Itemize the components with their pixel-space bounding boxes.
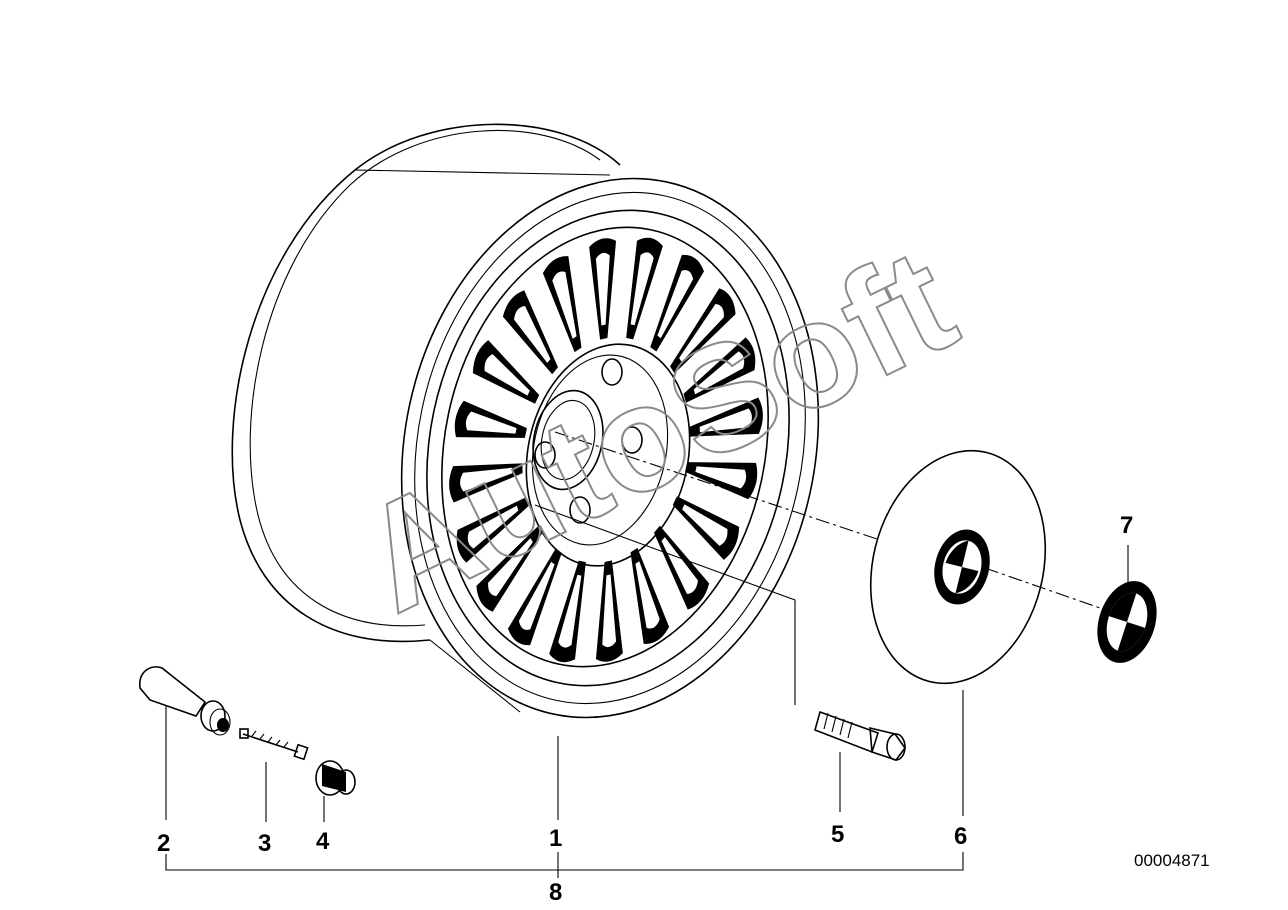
emblem-badge [1097, 581, 1157, 663]
wheel-spoke-face [595, 252, 610, 326]
wheel-spoke-face [679, 303, 724, 362]
hub-cap [869, 449, 1047, 685]
wheel-spoke-face [514, 306, 551, 363]
wheel-spoke-face [630, 252, 654, 326]
wheel-spoke-face [467, 505, 519, 549]
callout-1: 1 [549, 825, 562, 852]
watermark-text: AutoSoft [335, 215, 978, 644]
wheel-spoke-face [552, 271, 577, 339]
wheel-spoke-face [682, 504, 728, 546]
wheel-rim [231, 123, 820, 719]
wheel-spoke-face [635, 561, 660, 629]
valve-core [239, 728, 309, 761]
wheel-bolt [814, 710, 906, 761]
wheel-spoke-face [699, 408, 752, 433]
callout-5: 5 [831, 821, 844, 848]
wheel-spoke-face [558, 574, 582, 648]
wheel-spoke-face [484, 354, 530, 396]
callout-4: 4 [316, 828, 330, 855]
wheel-spoke-face [695, 466, 747, 489]
leader-lines [165, 545, 1129, 878]
wheel-spoke-face [460, 467, 513, 492]
wheel-spoke-face [693, 351, 745, 395]
document-number: 00004871 [1134, 851, 1210, 870]
callout-2: 2 [157, 830, 170, 857]
callout-8: 8 [549, 879, 562, 906]
wheel-spoke-face [661, 537, 698, 594]
valve-cap [315, 760, 356, 796]
callout-7: 7 [1120, 512, 1133, 539]
wheel-spoke-face [602, 574, 617, 648]
callout-labels: 1 2 3 4 5 6 7 8 [157, 512, 1133, 906]
assembly-lines [534, 431, 1101, 705]
wheel-spokes [449, 237, 763, 663]
wheel-spoke-face [518, 561, 555, 630]
callout-3: 3 [258, 830, 271, 857]
wheel-spoke-face [488, 538, 533, 597]
wheel-spoke-face [657, 270, 694, 339]
valve-stem [139, 666, 231, 736]
wheel-spoke-face [465, 411, 517, 434]
callout-6: 6 [954, 823, 967, 850]
